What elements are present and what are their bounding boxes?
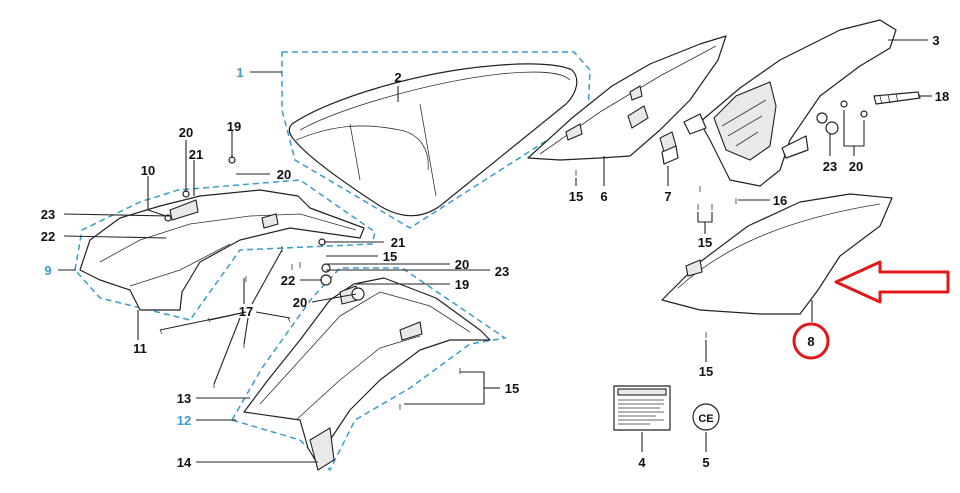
callout-12: 12 [177, 413, 191, 428]
warning-sticker-4 [613, 385, 671, 431]
front-fender-part [79, 189, 365, 311]
callout-14: 14 [177, 455, 192, 470]
callout-15-c: 15 [699, 364, 713, 379]
callout-9: 9 [44, 263, 51, 278]
callout-23-right: 23 [823, 159, 837, 174]
callout-23-center: 23 [495, 264, 509, 279]
callout-7: 7 [664, 189, 671, 204]
callout-19-top: 19 [227, 119, 241, 134]
callout-20-center: 20 [455, 257, 469, 272]
hardware-center [159, 156, 737, 410]
callout-22-center: 22 [281, 273, 295, 288]
callout-20-top-right: 20 [277, 167, 291, 182]
screw-18 [873, 91, 921, 105]
rear-fender-part [683, 19, 897, 187]
callout-20-top-left: 20 [179, 125, 193, 140]
hardware-23-20-right [816, 100, 868, 135]
svg-text:CE: CE [698, 413, 713, 425]
callout-15-d: 15 [383, 249, 397, 264]
callout-1: 1 [236, 65, 243, 80]
callout-20-right: 20 [849, 159, 863, 174]
callout-11: 11 [133, 341, 147, 356]
side-panel-part [527, 35, 727, 161]
callout-23-left: 23 [41, 207, 55, 222]
callout-13: 13 [177, 391, 191, 406]
callout-17: 17 [239, 304, 253, 319]
group-outline-1 [281, 51, 591, 229]
side-cover-part-8 [661, 193, 893, 315]
callout-3: 3 [932, 33, 939, 48]
callout-15-b: 15 [698, 235, 712, 250]
callout-21-top: 21 [189, 147, 203, 162]
callout-15-e: 15 [505, 381, 519, 396]
callout-20-center-2: 20 [293, 295, 307, 310]
callout-19-center: 19 [455, 277, 469, 292]
callout-6: 6 [600, 189, 607, 204]
leader-lines [58, 39, 932, 463]
callout-22-left: 22 [41, 229, 55, 244]
lower-panel-part [243, 277, 491, 471]
callout-21-center: 21 [391, 235, 405, 250]
callout-18: 18 [935, 89, 949, 104]
callout-2: 2 [394, 70, 401, 85]
ce-mark-5: CE [692, 403, 720, 431]
callout-15-a: 15 [569, 189, 583, 204]
clip-part [659, 131, 679, 165]
callout-labels: 1 2 3 18 23 20 15 6 7 16 15 8 15 4 5 19 … [41, 33, 949, 470]
highlight-arrow-icon [834, 260, 950, 304]
callout-10: 10 [141, 163, 155, 178]
callout-4: 4 [638, 455, 646, 470]
callout-16: 16 [773, 193, 787, 208]
highlight-circle-icon [792, 322, 830, 360]
callout-5: 5 [702, 455, 709, 470]
group-outline-9 [74, 179, 376, 321]
seat-part [288, 63, 578, 217]
callout-8: 8 [807, 334, 814, 349]
